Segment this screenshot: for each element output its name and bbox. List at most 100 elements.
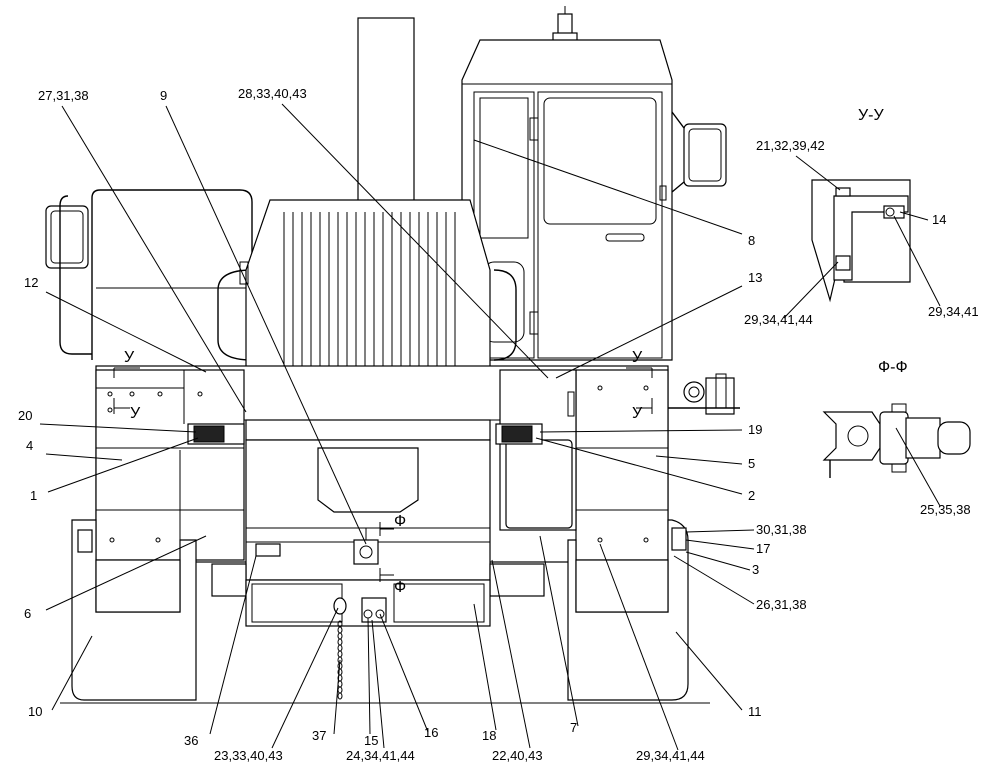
right-mudguard [575,559,669,613]
callout-5: 5 [748,456,755,471]
leader-line [535,437,743,495]
callout-22-40-43: 22,40,43 [492,748,543,763]
leader-line [673,555,755,605]
leader-line [795,155,841,191]
leader-line [45,291,207,373]
leader-line [893,215,941,307]
right-tail-lamp-lens [501,425,533,443]
leader-line [281,103,549,379]
callout-6: 6 [24,606,31,621]
leader-line [379,613,429,733]
leader-line [555,285,743,379]
callout-18: 18 [482,728,496,743]
callout-24-34-41-44: 24,34,41,44 [346,748,415,763]
right-mirror [671,111,727,193]
leader-line [333,659,341,735]
callout-17: 17 [756,541,770,556]
left-handrail [91,189,253,360]
callout-27-31-38: 27,31,38 [38,88,89,103]
leader-line [61,105,247,413]
callout-12: 12 [24,275,38,290]
leader-line [539,429,743,433]
left-tail-lamp-lens [193,425,225,443]
right-fender [575,369,669,561]
callout-19: 19 [748,422,762,437]
callout-2: 2 [748,488,755,503]
left-reflector [77,529,93,553]
callout-30-31-38: 30,31,38 [756,522,807,537]
callout-36: 36 [184,733,198,748]
leader-line [685,539,755,550]
callout-8: 8 [748,233,755,248]
callout-14: 14 [932,212,946,227]
callout-25-35-38: 25,35,38 [920,502,971,517]
callout-23-33-40-43: 23,33,40,43 [214,748,283,763]
callout-3: 3 [752,562,759,577]
chain [337,620,343,700]
leader-line [473,139,743,235]
cut-label-u-right-top: У [632,349,643,366]
leader-line [895,427,941,507]
section-uu-title: У-У [858,107,884,124]
leader-line [491,559,531,749]
cab [461,39,673,361]
leader-line [47,437,199,493]
callout-28-33-40-43: 28,33,40,43 [238,86,307,101]
leader-line [599,543,679,751]
leader-line [371,619,385,749]
leader-line [39,423,197,433]
leader-line [165,105,367,545]
callout-15: 15 [364,733,378,748]
callout-4: 4 [26,438,33,453]
callout-29-34-41: 29,34,41 [928,304,979,319]
leader-line [367,617,371,735]
leader-line [539,535,579,727]
leader-line [655,455,743,465]
right-rear-tire [567,519,689,701]
side-box [499,369,577,531]
callout-20: 20 [18,408,32,423]
callout-1: 1 [30,488,37,503]
callout-29-34-41-44-u: 29,34,41,44 [744,312,813,327]
leader-line [783,261,839,319]
section-ff-detail [822,403,971,478]
leader-line [685,551,751,571]
leader-line [675,631,743,711]
left-axle-hub [211,563,247,597]
section-marks-u [113,367,653,414]
right-handle [493,269,517,361]
cut-label-u-left-bottom: У [130,405,141,422]
section-marks-f [379,522,394,582]
callout-11: 11 [748,704,762,719]
exhaust-stack [357,17,415,202]
leader-line [473,603,497,731]
callout-7: 7 [570,720,577,735]
callout-37: 37 [312,728,326,743]
callout-labels: 27,31,38 9 28,33,40,43 8 12 13 20 4 1 19 5 2 6 30,31,… [18,86,979,763]
leader-lines [39,103,941,751]
left-handle [217,269,253,361]
callout-9: 9 [160,88,167,103]
left-fender [95,369,245,561]
cut-label-f-bottom: Ф [394,579,406,596]
right-hitch-bracket [668,373,740,415]
cut-label-u-left-top: У [124,349,135,366]
callout-29-34-41-44-b: 29,34,41,44 [636,748,705,763]
right-reflector [671,527,687,551]
leader-line [685,529,755,533]
beacon-light [552,6,578,42]
callout-21-32-39-42: 21,32,39,42 [756,138,825,153]
callout-13: 13 [748,270,762,285]
cut-label-u-right-bottom: У [632,405,643,422]
leader-line [51,635,93,711]
leader-line [45,453,123,461]
section-uu-detail [811,179,911,303]
leader-line [271,607,339,749]
left-mirror [45,205,89,269]
callout-16: 16 [424,725,438,740]
leader-line [899,211,929,221]
cut-label-f-top: Ф [394,513,406,530]
leader-line [209,555,257,735]
